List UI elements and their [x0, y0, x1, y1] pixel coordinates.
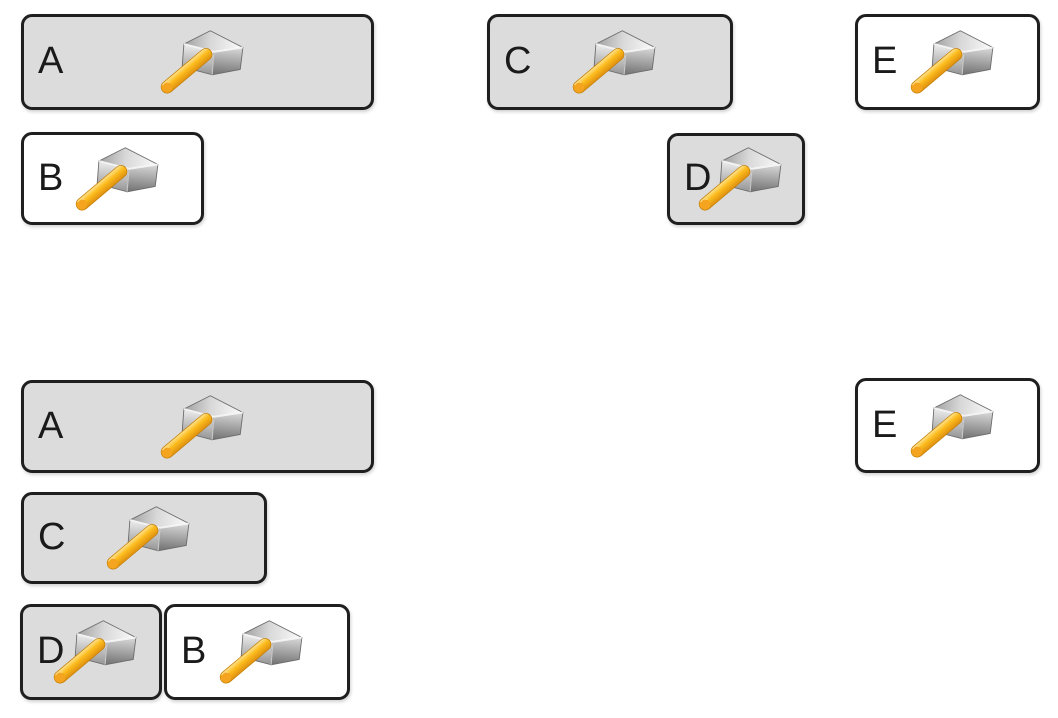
tile-label: A: [38, 404, 64, 447]
tile-label: A: [38, 40, 64, 83]
tile-c-bottom-arrangement[interactable]: C: [21, 492, 267, 584]
tile-e-bottom-arrangement[interactable]: E: [855, 378, 1040, 473]
tile-a-bottom-arrangement[interactable]: A: [21, 380, 374, 473]
tile-label: D: [37, 630, 65, 673]
tile-b-bottom-arrangement[interactable]: B: [164, 604, 350, 700]
hammer-icon: [907, 29, 995, 95]
tile-d-top-arrangement[interactable]: D: [667, 133, 805, 225]
tile-label: D: [684, 157, 712, 200]
hammer-icon: [570, 29, 658, 95]
hammer-icon: [157, 394, 245, 460]
tile-a-top-arrangement[interactable]: A: [21, 14, 374, 110]
hammer-icon: [72, 146, 160, 212]
hammer-icon: [907, 393, 995, 459]
tile-label: E: [872, 403, 898, 446]
tile-label: E: [872, 40, 898, 83]
tile-label: C: [38, 516, 66, 559]
hammer-icon: [104, 505, 192, 571]
tile-label: B: [181, 630, 207, 673]
tile-label: C: [504, 40, 532, 83]
tile-e-top-arrangement[interactable]: E: [855, 14, 1040, 110]
tile-label: B: [38, 156, 64, 199]
tile-d-bottom-arrangement[interactable]: D: [20, 604, 162, 700]
hammer-icon: [157, 29, 245, 95]
tile-c-top-arrangement[interactable]: C: [487, 14, 733, 110]
hammer-icon: [217, 619, 305, 685]
tile-b-top-arrangement[interactable]: B: [21, 132, 204, 225]
